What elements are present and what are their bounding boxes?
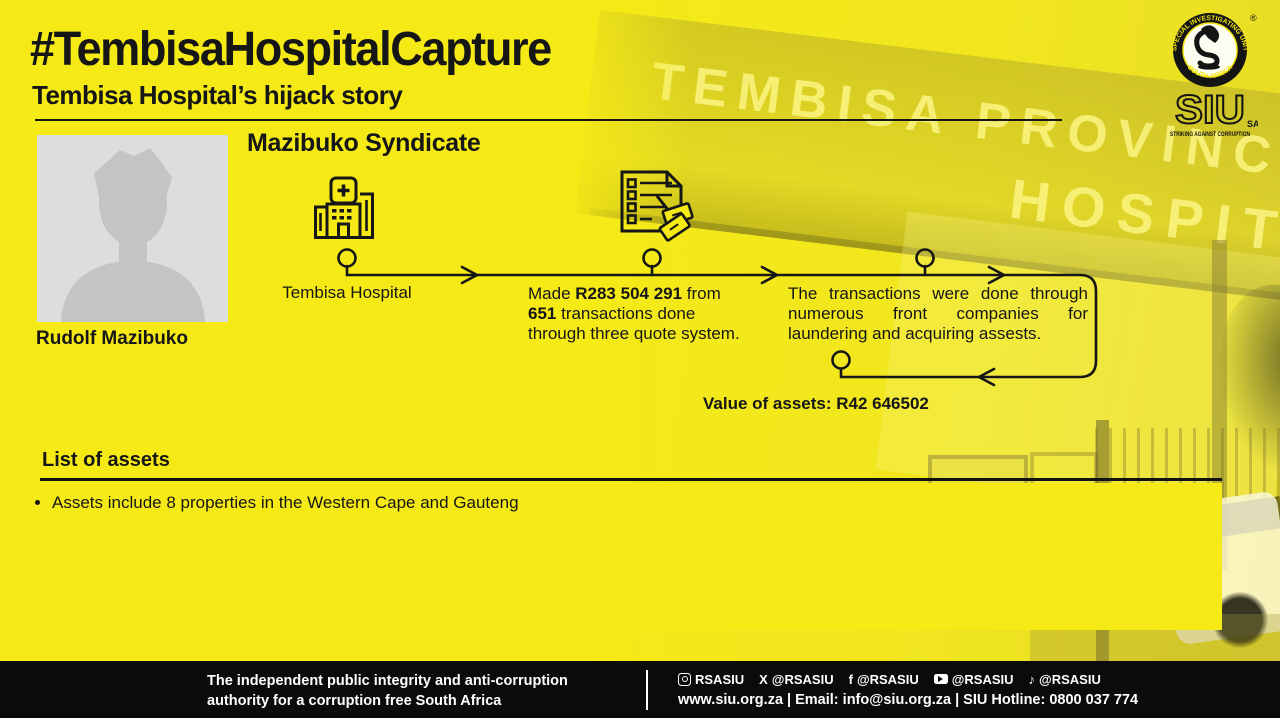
siu-logo: SPECIAL INVESTIGATING UNIT SOUTH AFRICA …: [1170, 13, 1258, 138]
siu-acronym: SIU: [1175, 88, 1245, 132]
timeline-step3-label: The transactions were done through numer…: [788, 284, 1088, 343]
quote-checklist-money-icon: [620, 170, 694, 242]
page-subtitle: Tembisa Hospital’s hijack story: [32, 80, 403, 110]
timeline-node-3: [915, 248, 935, 268]
assets-heading: List of assets: [42, 449, 170, 471]
timeline-node-2: [642, 248, 662, 268]
header-rule: [35, 119, 1062, 121]
social-youtube: @RSASIU: [933, 671, 1014, 687]
x-icon: X: [759, 671, 768, 687]
timeline-diagram: [337, 248, 1098, 387]
footer-divider: [646, 670, 648, 710]
person-name: Rudolf Mazibuko: [36, 328, 188, 349]
cobra-icon: [1194, 25, 1220, 70]
registered-mark: ®: [1250, 13, 1257, 23]
assets-list-item: Assets include 8 properties in the Weste…: [52, 492, 952, 514]
timeline-node-1: [337, 248, 357, 268]
youtube-icon: [933, 674, 948, 684]
assets-rule: [40, 478, 1222, 481]
facebook-icon: f: [848, 671, 853, 687]
person-silhouette-icon: [61, 148, 205, 322]
arrow-left-icon: [976, 367, 996, 387]
footer-contact-line: www.siu.org.za | Email: info@siu.org.za …: [678, 692, 1139, 708]
assets-list: Assets include 8 properties in the Weste…: [30, 492, 952, 514]
timeline-step1-label: Tembisa Hospital: [282, 283, 412, 302]
social-handle: @RSASIU: [771, 671, 834, 687]
instagram-icon: [678, 672, 691, 686]
timeline-step2-label: Made R283 504 291 from 651 transactions …: [528, 284, 740, 343]
social-tiktok: ♪ @RSASIU: [1029, 672, 1101, 687]
social-handles-row: RSASIU X @RSASIU f @RSASIU @RSASIU ♪ @RS…: [678, 670, 1138, 688]
timeline-path: [345, 273, 1098, 379]
footer-bar: The independent public integrity and ant…: [0, 661, 1280, 718]
social-x: X @RSASIU: [759, 672, 833, 687]
syndicate-heading: Mazibuko Syndicate: [247, 129, 481, 157]
tiktok-icon: ♪: [1028, 671, 1036, 687]
footer-contact-block: RSASIU X @RSASIU f @RSASIU @RSASIU ♪ @RS…: [678, 670, 1138, 708]
arrow-right-icon: [460, 265, 480, 285]
amount-value: R283 504 291: [575, 284, 683, 303]
social-facebook: f @RSASIU: [849, 672, 919, 687]
social-handle: @RSASIU: [951, 671, 1014, 687]
arrow-right-icon: [760, 265, 780, 285]
social-handle: RSASIU: [695, 671, 745, 687]
hospital-building-icon: [314, 176, 374, 239]
timeline-step4-label: Value of assets: R42 646502: [703, 394, 929, 413]
arrow-right-icon: [987, 265, 1007, 285]
transactions-count: 651: [528, 304, 557, 323]
siu-tagline: STRIKING AGAINST CORRUPTION: [1170, 132, 1250, 138]
social-instagram: RSASIU: [678, 672, 744, 687]
social-handle: @RSASIU: [856, 671, 919, 687]
timeline-node-4: [831, 350, 851, 370]
page-title: #TembisaHospitalCapture: [30, 23, 552, 76]
siu-acronym-suffix: SA: [1247, 119, 1258, 129]
assets-panel: [30, 483, 1222, 630]
footer-tagline: The independent public integrity and ant…: [207, 673, 568, 709]
social-handle: @RSASIU: [1039, 671, 1101, 687]
profile-photo-placeholder: [37, 135, 228, 322]
